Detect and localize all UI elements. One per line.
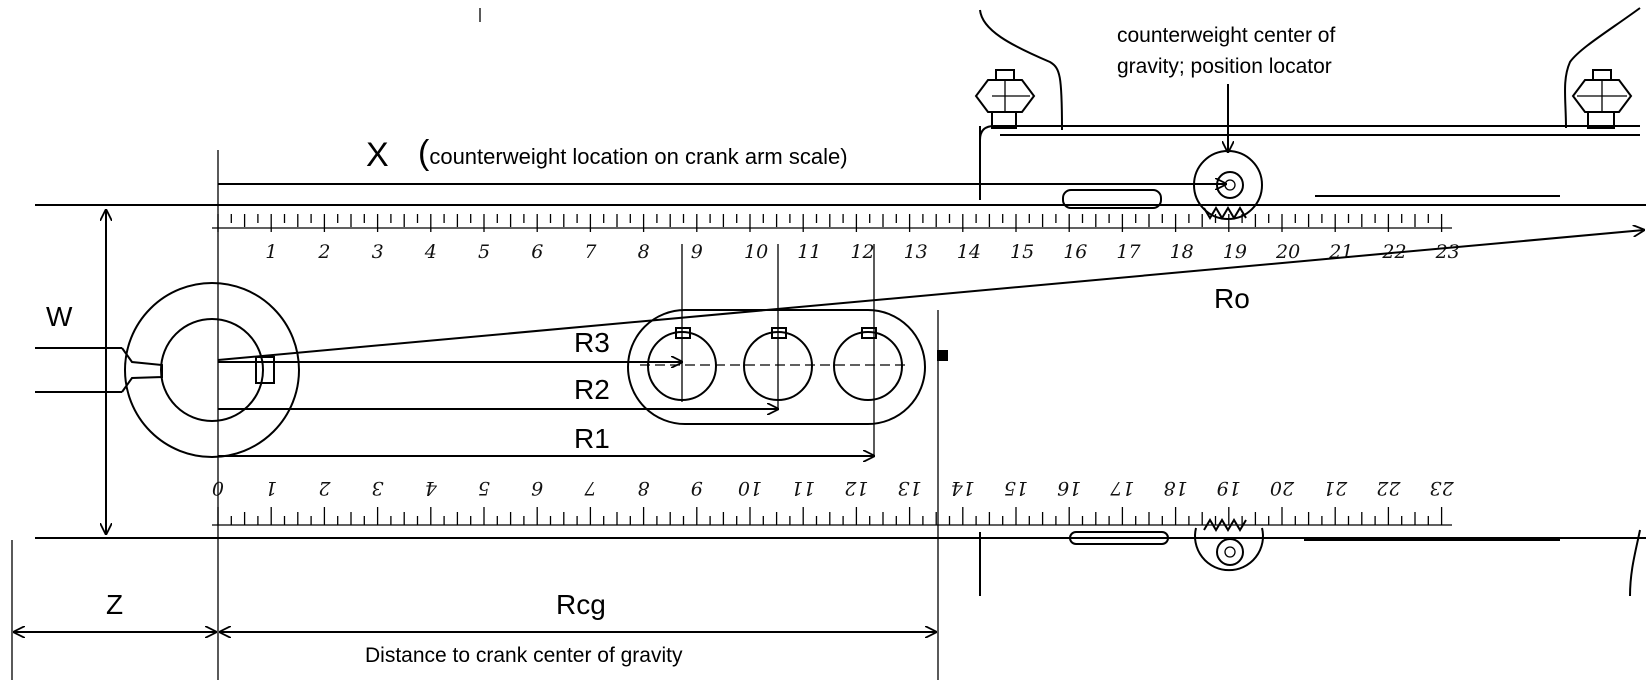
scale-top-label: 17: [1116, 241, 1141, 263]
crank-arm: [35, 204, 1646, 539]
scale-bottom-label: 5: [478, 477, 490, 499]
cw-note-line-1: counterweight center of: [1117, 24, 1335, 47]
z-label: Z: [106, 589, 123, 620]
scale-top-label: 10: [744, 241, 768, 263]
scale-top-label: 11: [797, 241, 821, 263]
counterweight-housing-lower: [979, 529, 1641, 597]
scale-bottom-label: 19: [1217, 477, 1241, 499]
rcg-description: Distance to crank center of gravity: [365, 644, 683, 667]
crank-pin-slot: [627, 309, 948, 425]
scale-bottom-label: 7: [583, 477, 596, 499]
scale-bottom-label: 2: [318, 477, 331, 499]
x-label: X: [366, 136, 389, 174]
center-of-gravity-marker: [937, 350, 948, 361]
scale-bottom-label: 10: [738, 477, 762, 499]
w-label: W: [46, 301, 73, 332]
scale-bottom-label: 13: [898, 477, 922, 499]
scale-top-label: 7: [584, 241, 597, 263]
scale-bottom-label: 21: [1323, 477, 1348, 499]
scale-bottom-label: 1: [265, 477, 277, 499]
scale-top-label: 6: [531, 241, 543, 263]
scale-bottom-label: 15: [1004, 477, 1028, 499]
scale-top-label: 1: [265, 241, 277, 263]
x-description-body: counterweight location on crank arm scal…: [429, 144, 847, 169]
scale-top-label: 9: [691, 241, 703, 263]
scale-top-label: 8: [638, 241, 650, 263]
scale-top-label: 2: [317, 241, 330, 263]
scale-bottom-label: 20: [1270, 477, 1295, 499]
scale-top-label: 3: [372, 241, 384, 263]
cw-note-line-2: gravity; position locator: [1117, 55, 1332, 78]
scale-bottom-label: 23: [1430, 477, 1455, 499]
rcg-label: Rcg: [556, 589, 606, 620]
r3-label: R3: [574, 327, 610, 358]
scale-bottom-label: 22: [1376, 477, 1401, 499]
scale-bottom-label: 8: [638, 477, 650, 499]
x-description-text: (counterweight location on crank arm sca…: [418, 134, 848, 172]
scale-top-label: 23: [1435, 241, 1460, 263]
scale-bottom-label: 12: [844, 477, 868, 499]
scale-top-label: 20: [1275, 241, 1300, 263]
r2-label: R2: [574, 374, 610, 405]
scale-bottom-label: 4: [425, 477, 438, 499]
crank-hub-icon: [124, 282, 300, 458]
scale-top-label: 4: [424, 241, 437, 263]
ro-label: Ro: [1214, 283, 1250, 314]
scale-top-label: 13: [904, 241, 928, 263]
crank-pin-hole-icon: [833, 327, 903, 401]
scale-bottom-label: 18: [1164, 477, 1188, 499]
scale-bottom-label: 3: [372, 477, 384, 499]
position-locator-icon: [1194, 518, 1264, 572]
scale-top-label: 15: [1010, 241, 1034, 263]
scale-bottom-label: 6: [531, 477, 543, 499]
scale-bottom-label: 9: [691, 477, 703, 499]
scale-top-label: 5: [478, 241, 490, 263]
scale-bottom-label: 16: [1057, 477, 1081, 499]
hex-nut-icon: [974, 69, 1036, 129]
scale-top-label: 21: [1328, 241, 1353, 263]
hex-nut-icon: [1571, 69, 1633, 129]
scale-top-label: 16: [1063, 241, 1087, 263]
scale-top-label: 12: [850, 241, 874, 263]
r1-label: R1: [574, 423, 610, 454]
scale-bottom-label: 11: [791, 477, 815, 499]
counterweight-housing: [979, 7, 1641, 209]
scale-top-label: 14: [957, 241, 981, 263]
ro-dimension-line: [217, 230, 1644, 361]
x-description-paren: (: [418, 134, 430, 172]
scale-top-label: 19: [1223, 241, 1247, 263]
scale-top-label: 18: [1170, 241, 1194, 263]
scale-bottom-label: 14: [951, 477, 975, 499]
scale-bottom-label: 17: [1109, 477, 1134, 499]
